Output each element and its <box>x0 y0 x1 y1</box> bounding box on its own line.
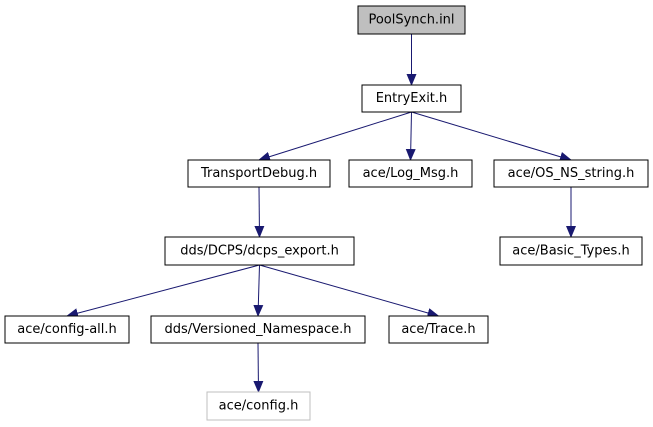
nodes-layer: PoolSynch.inl EntryExit.h TransportDebug… <box>4 5 649 421</box>
node-label: TransportDebug.h <box>200 166 317 181</box>
node-label: PoolSynch.inl <box>368 13 454 28</box>
node-basic-types-h[interactable]: ace/Basic_Types.h <box>499 236 643 266</box>
node-entry-exit-h[interactable]: EntryExit.h <box>361 84 462 113</box>
node-label: EntryExit.h <box>376 91 448 106</box>
node-label: ace/Basic_Types.h <box>512 244 629 259</box>
edge-dcps_export-to-config_all <box>66 264 260 319</box>
node-config-all-h[interactable]: ace/config-all.h <box>4 315 130 344</box>
node-config-h[interactable]: ace/config.h <box>206 391 311 421</box>
edge-dcps_export-to-versioned_namespace <box>253 264 264 317</box>
node-label: ace/config-all.h <box>17 322 117 337</box>
node-os-ns-string-h[interactable]: ace/OS_NS_string.h <box>493 159 649 188</box>
edge-dcps_export-to-trace <box>259 264 440 318</box>
node-label: dds/DCPS/dcps_export.h <box>180 244 339 259</box>
edge-entry_exit-to-transport_debug <box>258 111 412 162</box>
node-versioned-namespace-h[interactable]: dds/Versioned_Namespace.h <box>150 315 366 344</box>
node-log-msg-h[interactable]: ace/Log_Msg.h <box>348 159 473 188</box>
node-transport-debug-h[interactable]: TransportDebug.h <box>187 159 331 188</box>
edges-layer <box>66 34 576 393</box>
edge-entry_exit-to-log_msg <box>405 111 416 161</box>
node-label: ace/OS_NS_string.h <box>508 166 635 181</box>
node-label: ace/config.h <box>219 399 299 414</box>
edge-transport_debug-to-dcps_export <box>254 186 265 238</box>
node-dcps-export-h[interactable]: dds/DCPS/dcps_export.h <box>164 236 355 266</box>
node-label: dds/Versioned_Namespace.h <box>164 322 351 337</box>
edge-entry_exit-to-os_ns_string <box>411 111 572 162</box>
edge-versioned_namespace-to-config <box>253 342 264 393</box>
node-pool-synch-inl[interactable]: PoolSynch.inl <box>357 5 466 35</box>
node-label: ace/Log_Msg.h <box>363 166 459 181</box>
node-trace-h[interactable]: ace/Trace.h <box>388 315 489 344</box>
node-label: ace/Trace.h <box>401 322 475 337</box>
